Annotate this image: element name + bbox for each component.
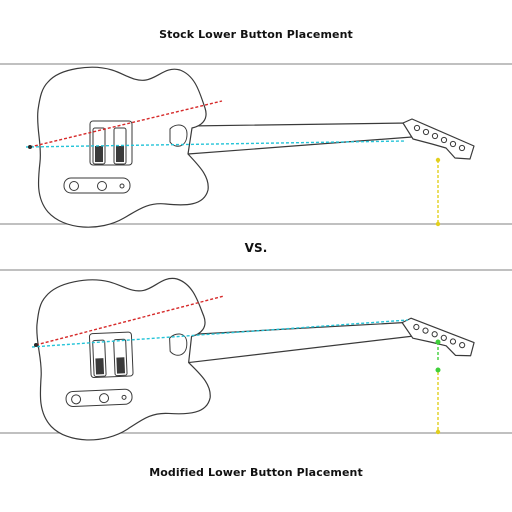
modified-button-marker (435, 367, 441, 373)
stock-string-angle-line (29, 100, 223, 148)
stock-placement-title: Stock Lower Button Placement (159, 28, 353, 41)
modified-string-angle-line (35, 295, 225, 346)
stock-strap-button-point (28, 145, 32, 149)
modified-button-top-marker (435, 339, 441, 345)
modified-strap-button-point (34, 343, 38, 347)
stock-button-top-marker (435, 157, 441, 163)
stock-guitar (36, 66, 475, 228)
modified-placement-title: Modified Lower Button Placement (149, 466, 363, 479)
modified-neck-axis-line (31, 319, 409, 348)
modified-guitar (34, 263, 479, 443)
modified-button-floor-marker (435, 429, 441, 435)
stock-neck-axis-line (25, 140, 406, 148)
stock-button-floor-marker (435, 221, 441, 227)
versus-label: VS. (244, 241, 268, 255)
